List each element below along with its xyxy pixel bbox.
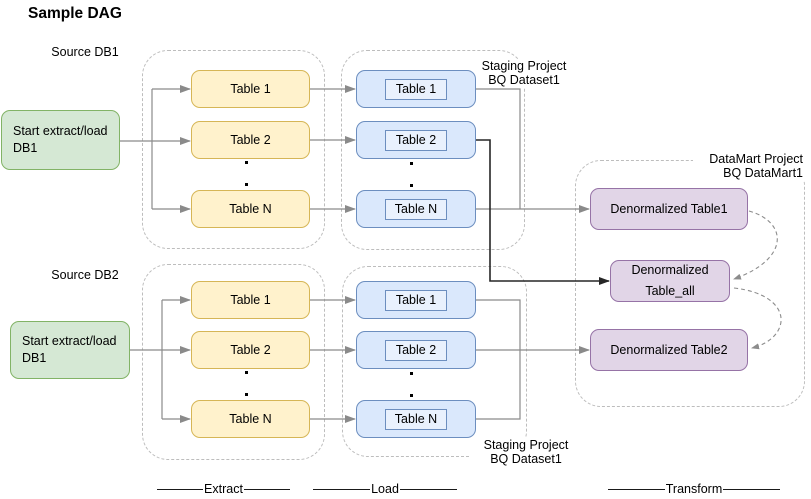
inner-table-box: Table 1 bbox=[385, 289, 447, 311]
staging-bottom-label: Staging Project BQ Dataset1 bbox=[470, 438, 582, 467]
datamart-label-line2: BQ DataMart1 bbox=[723, 165, 803, 180]
staging-bottom-label-line2: BQ Dataset1 bbox=[490, 451, 562, 466]
start-db1-text: Start extract/load DB1 bbox=[13, 123, 108, 157]
more-tables-dots bbox=[410, 162, 413, 187]
load-db1-table2: Table 2 bbox=[356, 121, 476, 159]
inner-table-box: Table N bbox=[385, 198, 447, 220]
node-label: Table 2 bbox=[230, 133, 271, 147]
start-db2-text: Start extract/load DB1 bbox=[22, 333, 117, 367]
inner-table-box: Table 2 bbox=[385, 339, 447, 361]
extract-db2-container bbox=[142, 264, 325, 460]
node-label: Table N bbox=[229, 412, 272, 426]
datamart-label: DataMart Project BQ DataMart1 bbox=[693, 152, 805, 181]
denormalized-table1-node: Denormalized Table1 bbox=[590, 188, 748, 230]
rule-left bbox=[157, 488, 204, 490]
extract-db2-table1: Table 1 bbox=[191, 281, 310, 319]
node-label: Table 2 bbox=[395, 133, 437, 147]
rule-right bbox=[243, 488, 290, 490]
staging-top-label: Staging Project BQ Dataset1 bbox=[468, 59, 580, 88]
more-tables-dots bbox=[245, 371, 248, 396]
staging-bottom-label-line1: Staging Project bbox=[483, 438, 569, 452]
source-db1-label: Source DB1 bbox=[51, 45, 119, 59]
rule-left bbox=[608, 488, 665, 490]
node-label: Table 1 bbox=[395, 82, 437, 96]
stage-label-transform: Transform bbox=[608, 482, 780, 496]
staging-top-label-line1: Staging Project bbox=[481, 59, 567, 73]
load-db1-table1: Table 1 bbox=[356, 70, 476, 108]
node-label: Table N bbox=[394, 202, 438, 216]
denormalized-table2-node: Denormalized Table2 bbox=[590, 329, 748, 371]
stage-extract-text: Extract bbox=[204, 482, 243, 496]
datamart-label-line1: DataMart Project bbox=[709, 152, 803, 166]
start-extract-db1-node: Start extract/load DB1 bbox=[1, 110, 120, 170]
rule-right bbox=[723, 488, 780, 490]
node-label: Table N bbox=[229, 202, 272, 216]
node-label: Table N bbox=[394, 412, 438, 426]
start-db1-line1: Start extract/load bbox=[13, 124, 108, 138]
inner-table-box: Table 1 bbox=[385, 78, 447, 100]
extract-db1-table2: Table 2 bbox=[191, 121, 310, 159]
denormalized-table-all-node: Denormalized Table_all bbox=[610, 260, 730, 302]
datamart-container bbox=[575, 160, 805, 407]
node-label: Table 2 bbox=[230, 343, 271, 357]
stage-label-extract: Extract bbox=[157, 482, 290, 496]
extract-db1-tableN: Table N bbox=[191, 190, 310, 228]
denorm-all-line2: Table_all bbox=[645, 284, 695, 298]
load-db2-tableN: Table N bbox=[356, 400, 476, 438]
load-db2-table1: Table 1 bbox=[356, 281, 476, 319]
node-label: Denormalized Table1 bbox=[610, 202, 728, 216]
extract-db2-tableN: Table N bbox=[191, 400, 310, 438]
rule-left bbox=[313, 488, 371, 490]
more-tables-dots bbox=[245, 161, 248, 186]
rule-right bbox=[399, 488, 457, 490]
start-db2-line2: DB1 bbox=[22, 351, 47, 365]
node-label: Table 2 bbox=[395, 343, 437, 357]
node-label: Denormalized Table2 bbox=[610, 343, 728, 357]
load-db1-tableN: Table N bbox=[356, 190, 476, 228]
page-title: Sample DAG bbox=[28, 5, 122, 22]
inner-table-box: Table N bbox=[385, 408, 447, 430]
more-tables-dots bbox=[410, 372, 413, 397]
extract-db1-table1: Table 1 bbox=[191, 70, 310, 108]
start-db1-line2: DB1 bbox=[13, 141, 38, 155]
node-label: Table 1 bbox=[230, 82, 271, 96]
stage-label-load: Load bbox=[313, 482, 457, 496]
inner-table-box: Table 2 bbox=[385, 129, 447, 151]
stage-transform-text: Transform bbox=[665, 482, 723, 496]
node-label: Table 1 bbox=[230, 293, 271, 307]
stage-load-text: Load bbox=[371, 482, 399, 496]
extract-db2-table2: Table 2 bbox=[191, 331, 310, 369]
staging-top-label-line2: BQ Dataset1 bbox=[488, 72, 560, 87]
start-db2-line1: Start extract/load bbox=[22, 334, 117, 348]
denorm-all-line1: Denormalized bbox=[631, 263, 709, 277]
node-label: Denormalized Table_all bbox=[631, 260, 708, 302]
extract-db1-container bbox=[142, 50, 325, 249]
node-label: Table 1 bbox=[395, 293, 437, 307]
source-db2-label: Source DB2 bbox=[51, 268, 119, 282]
staging-db2-container bbox=[342, 266, 527, 457]
start-extract-db2-node: Start extract/load DB1 bbox=[10, 321, 130, 379]
load-db2-table2: Table 2 bbox=[356, 331, 476, 369]
